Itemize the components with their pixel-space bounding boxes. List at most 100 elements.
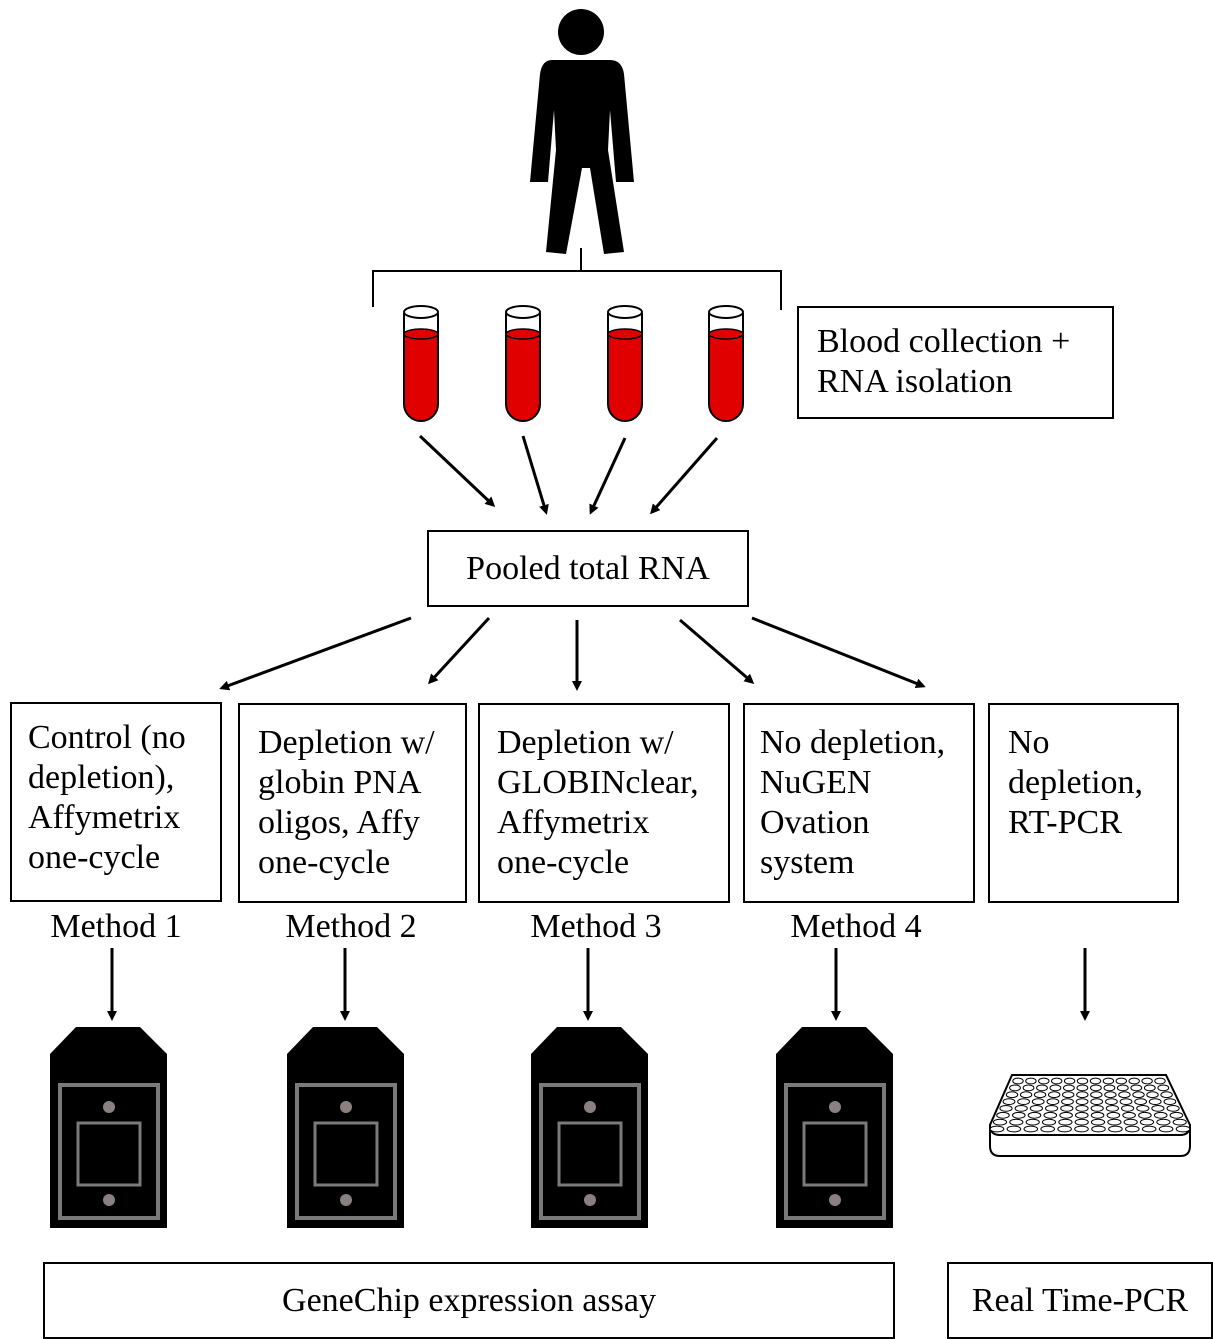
method-4-line-4: system (760, 844, 855, 881)
method-3-line-1: Depletion w/ (497, 724, 674, 761)
method-1-line-4: one-cycle (28, 839, 161, 876)
method-1-box: Control (no depletion), Affymetrix one-c… (10, 702, 222, 902)
method-4-line-2: NuGEN (760, 764, 872, 801)
method-3-line-2: GLOBINclear, (497, 764, 699, 801)
method-2-line-1: Depletion w/ (258, 724, 435, 761)
genechip-icon (50, 1027, 167, 1228)
rtpcr-method-line-3: RT-PCR (1008, 804, 1122, 841)
method-3-line-4: one-cycle (497, 844, 630, 881)
pcr-well (1151, 1105, 1165, 1112)
pcr-well (1046, 1098, 1060, 1105)
tube-bracket (372, 248, 782, 310)
pcr-well (1076, 1091, 1089, 1099)
pcr-well (1169, 1111, 1184, 1119)
pcr-well (1062, 1091, 1075, 1099)
method-4-line-1: No depletion, (760, 724, 946, 761)
pcr-well (1090, 1105, 1104, 1112)
pcr-well (999, 1105, 1013, 1112)
pcr-well (996, 1111, 1010, 1119)
pcr-well (1136, 1105, 1150, 1112)
pcr-well (1157, 1084, 1170, 1092)
pcr-well (1040, 1125, 1055, 1133)
method-2-line-3: oligos, Affy (258, 804, 420, 841)
pcr-well (1029, 1105, 1044, 1112)
pcr-well (1025, 1077, 1037, 1085)
pcr-well (992, 1118, 1008, 1126)
blood-tube-icon (708, 305, 744, 422)
genechip-assay-box: GeneChip expression assay (43, 1262, 895, 1339)
method-1-line-2: depletion), (28, 759, 175, 796)
pcr-well (1002, 1098, 1016, 1105)
pcr-well (1090, 1084, 1102, 1092)
method-1-line-3: Affymetrix (28, 799, 181, 836)
pcr-well (1076, 1084, 1089, 1092)
pcr-well (1012, 1111, 1026, 1119)
pcr-plate-icon (988, 1074, 1192, 1157)
pcr-well (1031, 1098, 1045, 1105)
pcr-well (1105, 1098, 1118, 1105)
pcr-well (1038, 1077, 1050, 1085)
pooled-rna-label: Pooled total RNA (466, 549, 710, 587)
pcr-well (1022, 1084, 1035, 1092)
method-3-line-3: Affymetrix (497, 804, 650, 841)
blood-tube-icon (607, 305, 643, 422)
tube-arrows (418, 434, 719, 515)
pcr-well (1141, 1125, 1157, 1133)
pcr-well (1123, 1118, 1138, 1126)
arrow (679, 618, 755, 684)
chip-arrows (107, 948, 1090, 1021)
arrow (219, 616, 412, 691)
method-arrows (219, 616, 926, 691)
pcr-well (1019, 1091, 1033, 1099)
pcr-well (1143, 1084, 1156, 1092)
pcr-well (1005, 1091, 1019, 1099)
genechip-icon (287, 1027, 404, 1228)
pcr-well (1090, 1118, 1106, 1126)
method-2-label: Method 2 (285, 908, 417, 945)
method-4-label: Method 4 (790, 908, 922, 945)
pcr-well (1118, 1091, 1131, 1099)
arrow (751, 616, 926, 689)
arrow (589, 437, 627, 515)
pcr-well (1075, 1105, 1089, 1112)
pooled-rna-box: Pooled total RNA (427, 530, 749, 607)
pcr-well (1116, 1084, 1129, 1092)
arrow (427, 616, 491, 685)
pcr-well (1106, 1111, 1121, 1119)
pcr-well (1158, 1125, 1174, 1133)
pcr-well (1091, 1125, 1106, 1133)
method-2-line-2: globin PNA (258, 764, 422, 801)
pcr-well (1132, 1091, 1145, 1099)
pcr-well (1090, 1111, 1105, 1119)
pcr-well (1025, 1118, 1040, 1126)
rtpcr-assay-box: Real Time-PCR (947, 1262, 1213, 1339)
blood-tubes (403, 305, 744, 422)
pcr-well (1163, 1098, 1177, 1105)
person-icon (530, 9, 634, 254)
pcr-well (1089, 1077, 1102, 1085)
pcr-well (1154, 1077, 1166, 1085)
method-2-line-4: one-cycle (258, 844, 391, 881)
pcr-well (1058, 1118, 1073, 1126)
pcr-well (1059, 1111, 1073, 1119)
pcr-well (1130, 1084, 1143, 1092)
pcr-well (1023, 1125, 1039, 1133)
genechip-icon (531, 1027, 648, 1228)
method-3-label: Method 3 (530, 908, 662, 945)
pcr-well (1125, 1125, 1140, 1133)
pcr-well (1043, 1111, 1058, 1119)
pcr-well (1175, 1125, 1191, 1133)
rtpcr-method-line-2: depletion, (1008, 764, 1144, 801)
pcr-well (1074, 1118, 1089, 1126)
pcr-well (1122, 1111, 1136, 1119)
pcr-well (1036, 1084, 1048, 1092)
pcr-well (1119, 1098, 1133, 1105)
blood-collection-box: Blood collection + RNA isolation (797, 306, 1114, 419)
pcr-well (1033, 1091, 1047, 1099)
pcr-well (1075, 1098, 1089, 1105)
arrow (521, 435, 549, 515)
pcr-well (1017, 1098, 1030, 1105)
pcr-well (1103, 1084, 1116, 1092)
method-1-line-1: Control (no (28, 719, 186, 756)
